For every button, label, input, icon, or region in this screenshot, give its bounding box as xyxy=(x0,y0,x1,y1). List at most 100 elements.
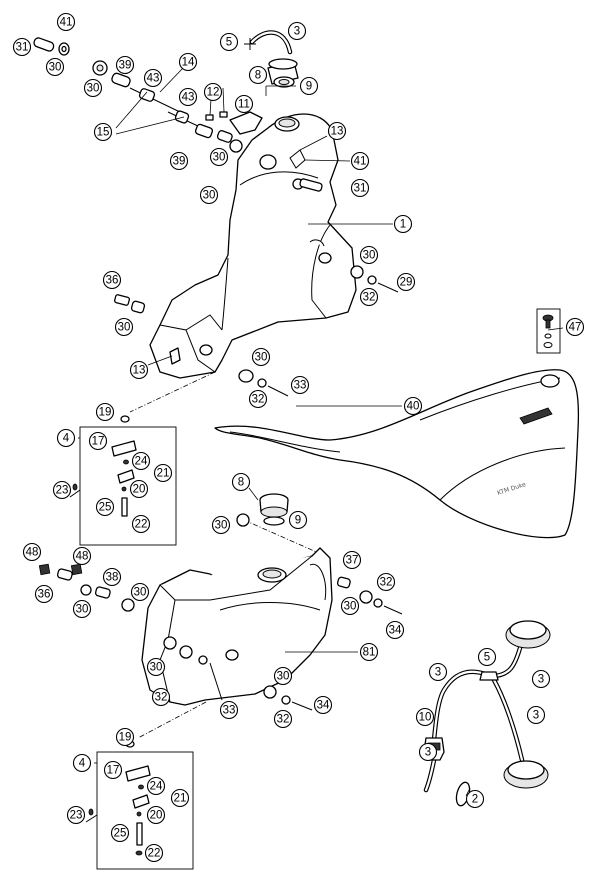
callout-circle xyxy=(83,78,103,98)
callout-23: 23 xyxy=(52,480,72,500)
lower-fuel-tank xyxy=(141,547,333,706)
callout-number: 25 xyxy=(114,828,127,840)
callout-3: 3 xyxy=(526,705,546,725)
callout-39: 39 xyxy=(115,55,135,75)
callout-10: 10 xyxy=(415,707,435,727)
callout-circle xyxy=(52,480,72,500)
callout-number: 30 xyxy=(215,520,228,532)
callout-12: 12 xyxy=(203,82,223,102)
callout-34: 34 xyxy=(385,620,405,640)
callout-circle xyxy=(290,375,310,395)
callout-number: 39 xyxy=(119,60,132,72)
callout-circle xyxy=(93,122,113,142)
dash-line-2 xyxy=(243,519,331,559)
callout-number: 41 xyxy=(354,156,367,168)
callout-36: 36 xyxy=(102,270,122,290)
callout-circle xyxy=(146,776,166,796)
callout-number: 14 xyxy=(182,57,195,69)
callout-22: 22 xyxy=(131,514,151,534)
callout-17: 17 xyxy=(88,431,108,451)
callout-3: 3 xyxy=(428,662,448,682)
callout-48: 48 xyxy=(72,546,92,566)
lower-mount-hardware xyxy=(38,563,403,711)
callout-number: 17 xyxy=(107,765,120,777)
callout-number: 9 xyxy=(295,515,301,527)
callout-circle xyxy=(359,287,379,307)
callout-number: 11 xyxy=(238,99,250,111)
callout-number: 34 xyxy=(317,700,330,712)
callout-circle xyxy=(299,76,319,96)
callout-3: 3 xyxy=(531,669,551,689)
callout-number: 30 xyxy=(203,190,216,202)
callout-43: 43 xyxy=(143,68,163,88)
callout-circle xyxy=(56,12,76,32)
callout-circle xyxy=(103,760,123,780)
callout-circle xyxy=(350,178,370,198)
callout-39: 39 xyxy=(169,151,189,171)
callout-number: 30 xyxy=(363,250,376,262)
callout-circle xyxy=(251,347,271,367)
callout-1: 1 xyxy=(393,214,413,234)
hose-assembly xyxy=(423,620,551,807)
callout-30: 30 xyxy=(273,666,293,686)
callout-circle xyxy=(287,21,307,41)
callout-circle xyxy=(144,843,164,863)
callout-30: 30 xyxy=(83,78,103,98)
callout-20: 20 xyxy=(129,479,149,499)
callout-number: 33 xyxy=(294,380,307,392)
callout-circle xyxy=(428,662,448,682)
callout-21: 21 xyxy=(153,463,173,483)
callout-32: 32 xyxy=(359,287,379,307)
callout-circle xyxy=(178,52,198,72)
callout-circle xyxy=(273,666,293,686)
callout-number: 3 xyxy=(533,710,539,722)
callout-circle xyxy=(526,705,546,725)
callout-number: 81 xyxy=(363,647,376,659)
callout-number: 30 xyxy=(344,601,357,613)
callout-circle xyxy=(102,567,122,587)
callout-circle xyxy=(146,657,166,677)
callout-number: 48 xyxy=(76,551,89,563)
callout-circle xyxy=(115,55,135,75)
callout-circle xyxy=(143,68,163,88)
callout-19: 19 xyxy=(115,727,135,747)
callout-number: 19 xyxy=(99,407,112,419)
callout-number: 4 xyxy=(79,758,86,770)
callout-3: 3 xyxy=(418,742,438,762)
callout-20: 20 xyxy=(146,805,166,825)
callout-circle xyxy=(403,396,423,416)
callout-circle xyxy=(129,360,149,380)
callout-number: 22 xyxy=(148,848,161,860)
callout-2: 2 xyxy=(465,789,485,809)
callout-number: 43 xyxy=(182,92,195,104)
callout-circle xyxy=(88,431,108,451)
callout-number: 2 xyxy=(472,794,478,806)
callout-number: 36 xyxy=(38,589,51,601)
callout-number: 31 xyxy=(16,42,29,54)
callout-circle xyxy=(209,147,229,167)
callout-30: 30 xyxy=(130,582,150,602)
callout-33: 33 xyxy=(219,700,239,720)
callout-number: 30 xyxy=(76,604,89,616)
callout-24: 24 xyxy=(146,776,166,796)
callout-number: 30 xyxy=(134,587,147,599)
callout-circle xyxy=(110,823,130,843)
callout-circle xyxy=(45,57,65,77)
callout-30: 30 xyxy=(359,245,379,265)
callout-circle xyxy=(415,707,435,727)
upper-filler-cap xyxy=(244,30,299,88)
callout-circle xyxy=(359,642,379,662)
callout-30: 30 xyxy=(146,657,166,677)
callout-41: 41 xyxy=(56,12,76,32)
callout-number: 32 xyxy=(155,692,168,704)
callout-circle xyxy=(359,245,379,265)
callout-number: 30 xyxy=(87,83,100,95)
callout-number: 48 xyxy=(26,547,39,559)
callout-circle xyxy=(95,402,115,422)
callout-30: 30 xyxy=(114,317,134,337)
callout-21: 21 xyxy=(170,788,190,808)
callout-circle xyxy=(199,185,219,205)
callout-circle xyxy=(115,727,135,747)
callout-number: 5 xyxy=(226,37,232,49)
